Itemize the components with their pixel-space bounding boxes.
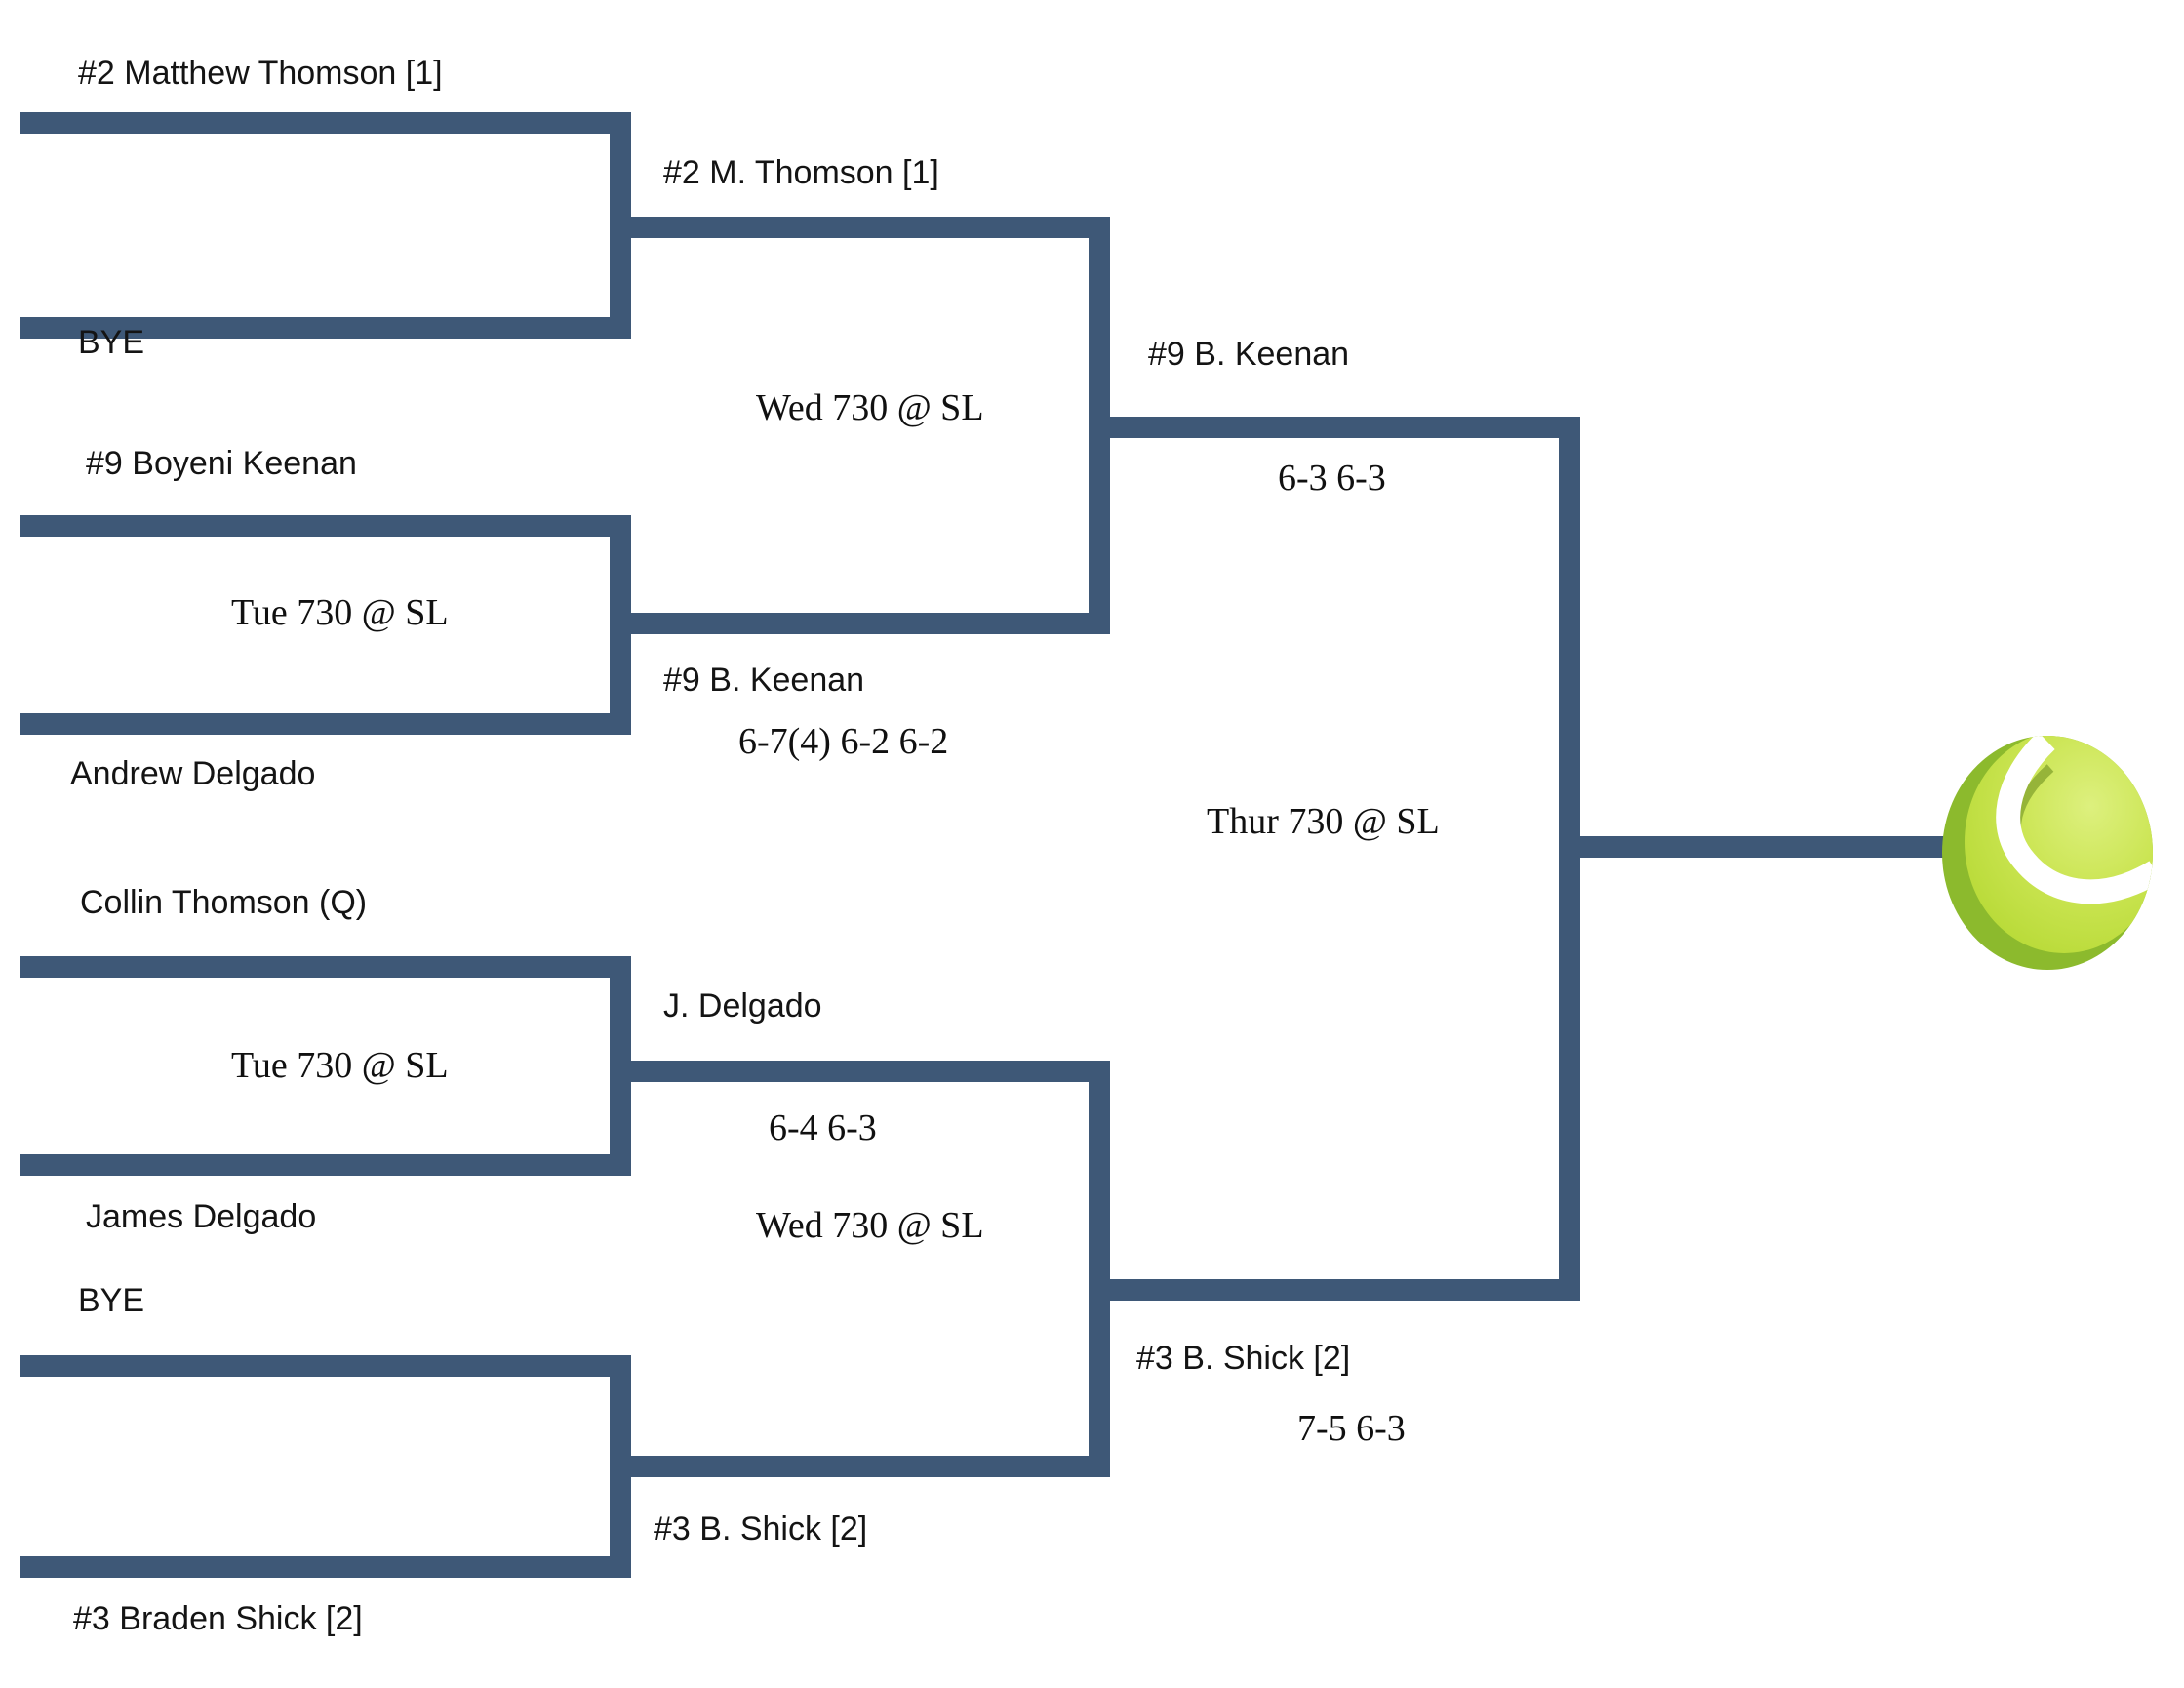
winner-label-b-keenan-sf: #9 B. Keenan [1148,336,1350,373]
score-label-keenan-r1: 6-7(4) 6-2 6-2 [738,721,949,762]
bracket-line-champion [1559,836,1978,858]
match-time-r1m3: Tue 730 @ SL [231,1045,449,1086]
player-label-braden-shick: #3 Braden Shick [2] [73,1600,363,1637]
bracket-line-r1m3-top [20,956,631,978]
bracket-line-sf2-vert [1089,1061,1110,1477]
bracket-line-sf2-top [610,1061,1110,1082]
winner-label-b-keenan-r1: #9 B. Keenan [663,662,865,699]
bracket-line-r1m2-top [20,515,631,537]
score-label-delgado-r1: 6-4 6-3 [769,1107,877,1148]
match-time-final: Thur 730 @ SL [1207,801,1440,842]
bracket-line-r1m3-bottom [20,1154,631,1176]
player-label-andrew-delgado: Andrew Delgado [70,755,316,792]
bracket-line-final-vert [1559,417,1580,1301]
bracket-line-r1m4-top [20,1355,631,1377]
winner-label-m-thomson: #2 M. Thomson [1] [663,154,939,191]
bracket-line-final-top [1089,417,1580,438]
bracket-line-sf1-top [610,217,1110,238]
winner-label-b-shick-sf: #3 B. Shick [2] [1136,1340,1351,1377]
player-label-matthew-thomson: #2 Matthew Thomson [1] [78,55,443,92]
bye-label-top: BYE [78,324,145,361]
bracket-line-r1m1-bottom [20,317,631,339]
bracket-line-r1m1-top [20,112,631,134]
bracket-line-r1m4-bottom [20,1556,631,1578]
winner-label-j-delgado: J. Delgado [663,987,822,1025]
bracket-line-final-bottom [1089,1279,1580,1301]
player-label-james-delgado: James Delgado [86,1198,317,1235]
score-label-shick-sf: 7-5 6-3 [1297,1408,1406,1449]
bye-label-bottom: BYE [78,1282,145,1319]
score-label-keenan-sf: 6-3 6-3 [1278,458,1386,499]
match-time-sf2: Wed 730 @ SL [756,1205,984,1246]
bracket-line-sf1-bottom [610,613,1110,634]
player-label-collin-thomson: Collin Thomson (Q) [80,884,368,921]
bracket-line-r1m2-bottom [20,713,631,735]
match-time-sf1: Wed 730 @ SL [756,387,984,428]
bracket-line-sf2-bottom [610,1456,1110,1477]
match-time-r1m2: Tue 730 @ SL [231,592,449,633]
tennis-ball-icon [1942,736,2153,970]
player-label-boyeni-keenan: #9 Boyeni Keenan [86,445,357,482]
winner-label-b-shick-r1: #3 B. Shick [2] [654,1510,868,1547]
